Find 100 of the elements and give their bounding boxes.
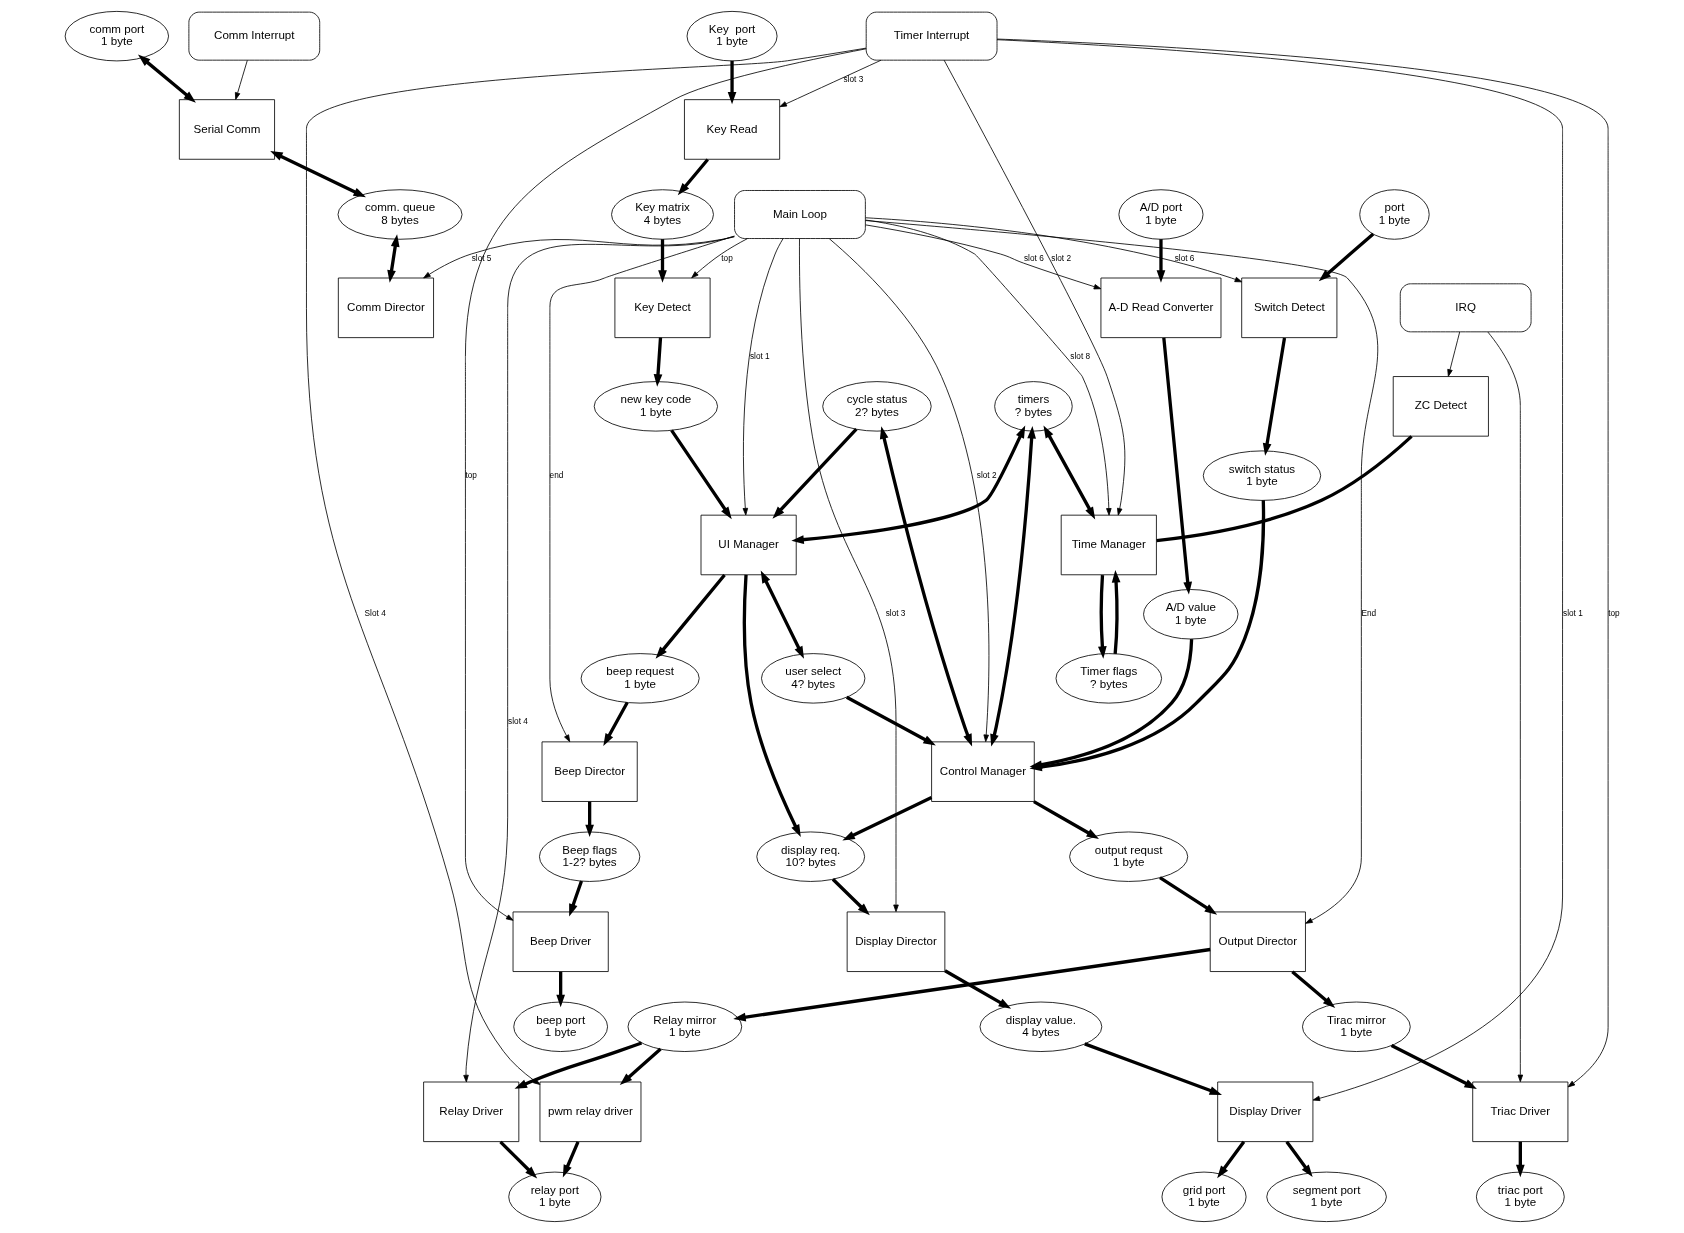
edge-label: slot 6	[1023, 253, 1044, 263]
arrow	[1158, 876, 1217, 915]
arrow	[464, 48, 867, 921]
arrow	[1042, 425, 1095, 520]
arrow	[989, 426, 1036, 747]
arrow	[732, 947, 1210, 1022]
node-box: Comm Interrupt	[187, 11, 320, 61]
edge-label: top	[720, 253, 733, 263]
arrow	[742, 574, 801, 838]
edge-label: slot 6	[1174, 253, 1194, 263]
arrow	[137, 54, 196, 103]
edge-label: slot 8	[1069, 352, 1090, 362]
arrow	[943, 59, 1125, 516]
node-box: Relay Driver	[422, 1081, 519, 1143]
arrow	[742, 238, 783, 516]
node-ellipse: A/D value 1 byte	[1142, 589, 1238, 640]
node-ellipse: Key matrix 4 bytes	[610, 189, 714, 240]
edge-label: slot 4	[507, 717, 528, 727]
arrow	[305, 47, 866, 1085]
node-ellipse: switch status 1 byte	[1202, 450, 1321, 501]
node-box: A-D Read Converter	[1100, 277, 1221, 339]
node-ellipse: Timer flags ? bytes	[1055, 653, 1162, 704]
arrow	[1032, 800, 1099, 839]
arrow	[657, 239, 667, 283]
arrow	[234, 59, 248, 100]
node-ellipse: display value. 4 bytes	[979, 1001, 1102, 1052]
arrow	[1097, 574, 1107, 659]
node-box: Display Director	[846, 911, 945, 972]
arrow	[864, 217, 1242, 283]
arrow	[1111, 570, 1120, 654]
node-ellipse: cycle status 2? bytes	[821, 381, 932, 432]
arrow	[1083, 1042, 1222, 1095]
node-ellipse: segment port 1 byte	[1265, 1171, 1387, 1223]
edge-label: slot 5	[471, 253, 491, 263]
node-box: Key Detect	[613, 277, 711, 339]
edge-label: top	[1607, 609, 1620, 619]
node-ellipse: output requst 1 byte	[1068, 831, 1188, 882]
arrow	[1216, 1140, 1245, 1179]
arrow	[514, 1041, 642, 1089]
edge-label: slot 3	[885, 609, 905, 619]
node-ellipse: user select 4? bytes	[760, 653, 865, 704]
node-box: Timer Interrupt	[865, 11, 997, 61]
edge-label: slot 3	[842, 75, 863, 85]
arrow	[864, 220, 1378, 924]
arrow	[677, 158, 709, 196]
arrow	[1029, 639, 1193, 769]
node-box: Comm Director	[337, 277, 434, 339]
arrow	[841, 795, 932, 841]
arrow	[1262, 337, 1286, 456]
node-box: Beep Director	[541, 741, 638, 802]
node-box: IRQ	[1399, 283, 1531, 333]
node-box: Beep Driver	[512, 911, 609, 972]
node-box: ZC Detect	[1392, 376, 1489, 437]
arrow	[1284, 1140, 1313, 1178]
arrow	[727, 60, 736, 105]
arrow	[498, 1140, 537, 1179]
node-ellipse: comm port 1 byte	[64, 10, 169, 62]
edge-label: slot 1	[749, 352, 770, 362]
node-ellipse: beep port 1 byte	[512, 1001, 608, 1052]
edge-label: End	[1360, 609, 1376, 619]
edge-label: end	[549, 470, 563, 480]
arrow	[562, 1141, 580, 1178]
arrow	[1290, 970, 1335, 1009]
arrow	[1161, 337, 1192, 595]
edge-label: slot 2	[1050, 253, 1071, 263]
edge-label: slot 2	[976, 470, 997, 480]
node-box: UI Manager	[700, 514, 797, 576]
node-box: Output Director	[1209, 911, 1306, 972]
arrow	[619, 1047, 662, 1086]
node-ellipse: Tirac mirror 1 byte	[1301, 1001, 1411, 1052]
arrow	[1487, 331, 1523, 1083]
node-box: Switch Detect	[1240, 277, 1337, 339]
arrow	[269, 151, 366, 198]
arrow	[845, 695, 936, 746]
node-ellipse: Key port 1 byte	[686, 10, 777, 62]
arrow	[771, 428, 858, 519]
arrow	[790, 425, 1025, 544]
node-box: Control Manager	[930, 741, 1035, 802]
node-ellipse: A/D port 1 byte	[1117, 189, 1203, 240]
arrow	[1156, 239, 1165, 283]
arrow	[653, 337, 662, 387]
node-ellipse: grid port 1 byte	[1161, 1171, 1246, 1223]
node-box: Triac Driver	[1471, 1081, 1568, 1143]
node-ellipse: port 1 byte	[1358, 189, 1430, 240]
arrow	[584, 801, 594, 838]
node-ellipse: triac port 1 byte	[1475, 1171, 1565, 1223]
arrow	[568, 880, 583, 917]
arrow	[831, 878, 870, 916]
edge-label: Slot 4	[364, 609, 386, 619]
arrow	[462, 235, 735, 1083]
edge-label: slot 1	[1562, 609, 1583, 619]
node-box: Time Manager	[1060, 514, 1157, 576]
arrow	[864, 219, 1112, 516]
arrow	[943, 969, 1011, 1009]
arrow	[555, 971, 565, 1008]
arrow	[1390, 1044, 1477, 1089]
arrow	[669, 429, 732, 520]
connector	[1155, 435, 1413, 543]
arrow	[778, 59, 881, 108]
node-box: Key Read	[683, 99, 780, 160]
